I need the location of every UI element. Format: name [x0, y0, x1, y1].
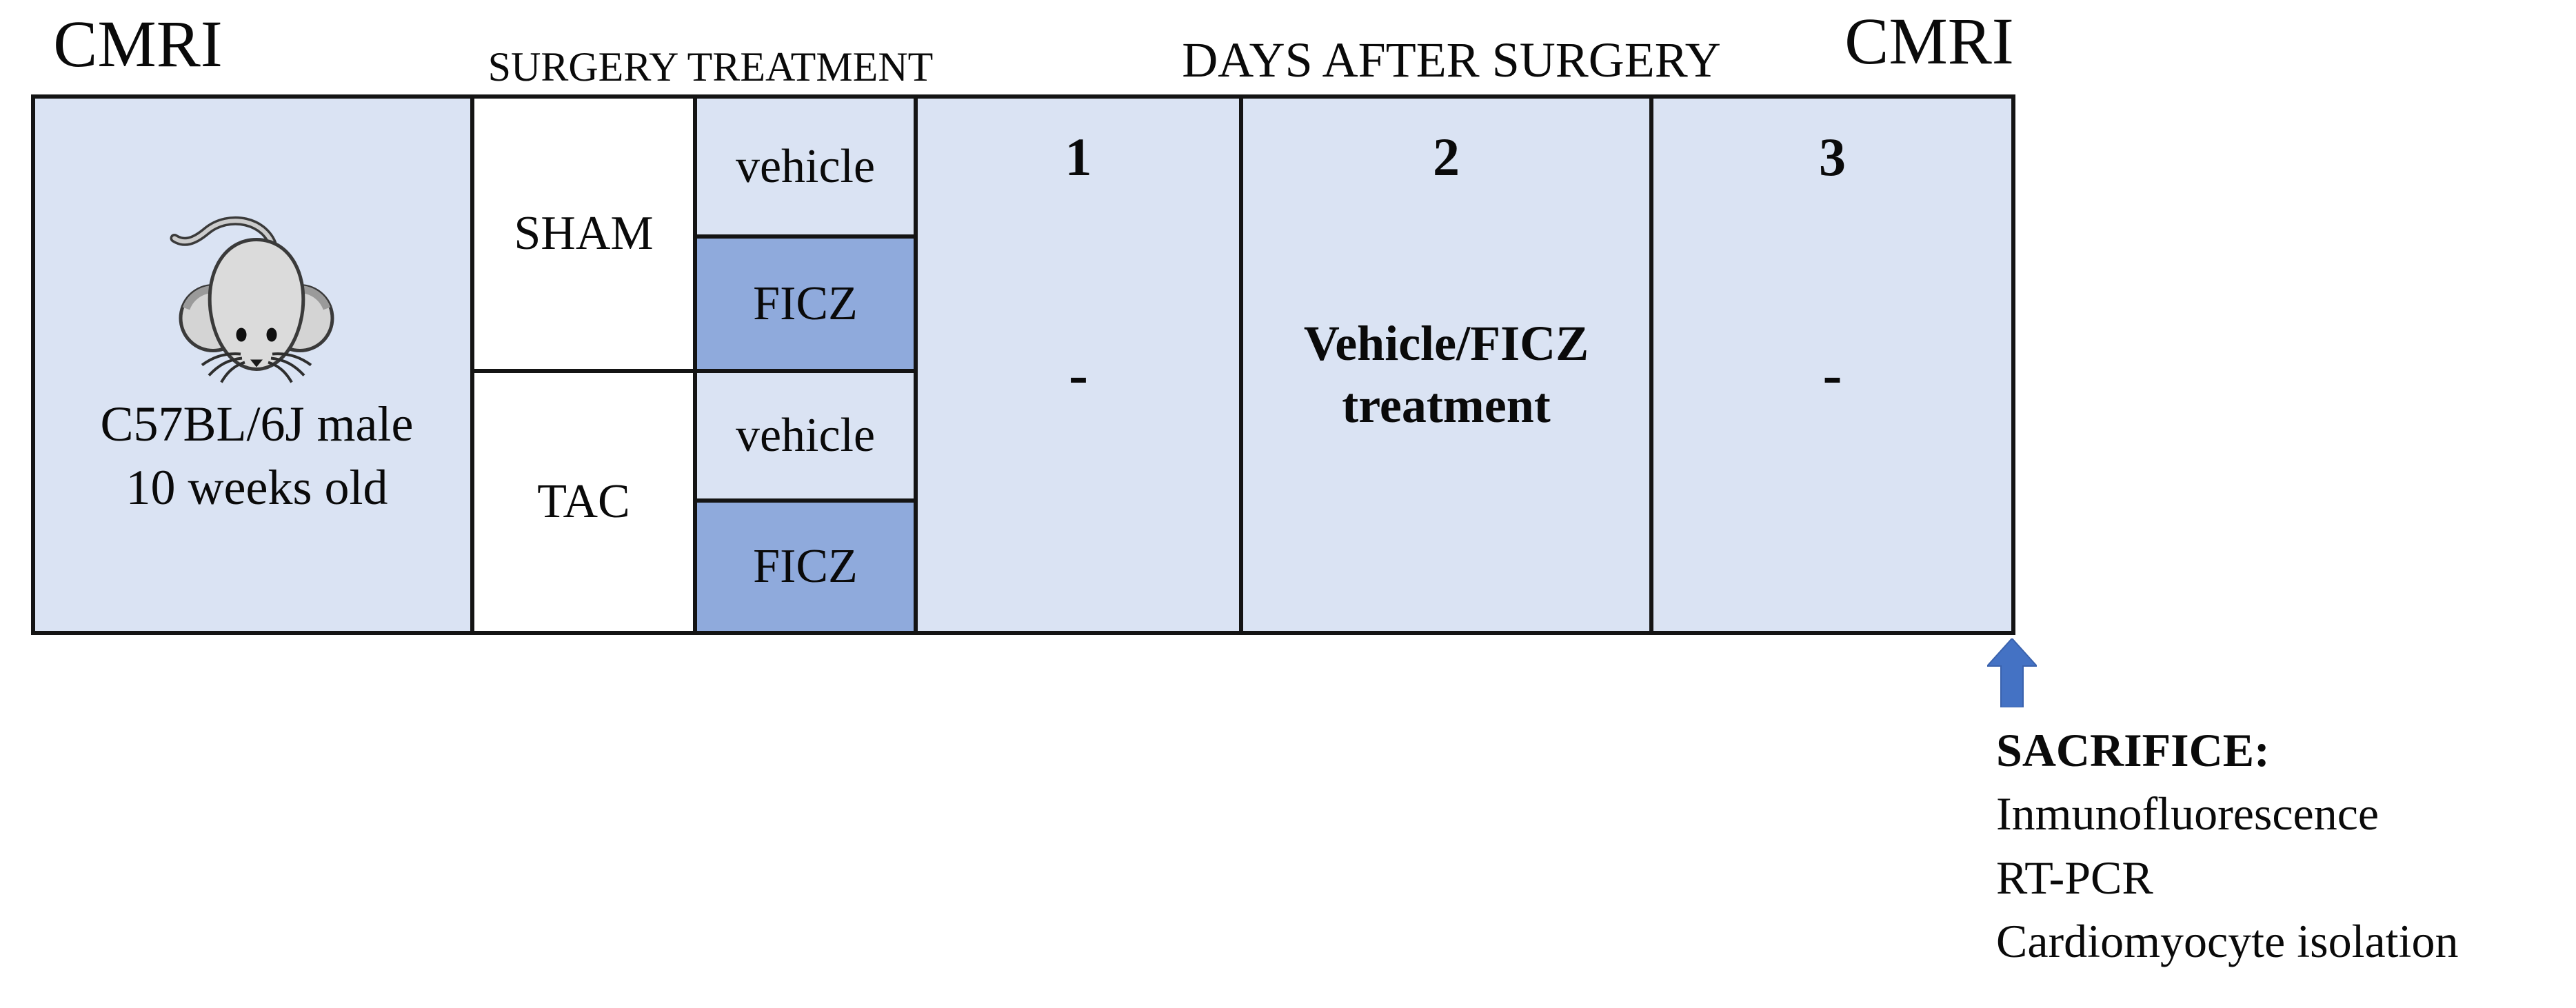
surgery-tac-label: TAC: [537, 475, 630, 528]
treatment-ficz-label: FICZ: [753, 276, 858, 330]
treatment-column-label: TREATMENT: [687, 44, 934, 90]
treatment-cell-ficz-sham: FICZ: [697, 239, 914, 369]
subject-age: 10 weeks old: [125, 460, 388, 516]
sacrifice-item: Cardiomyocyte isolation: [1996, 915, 2459, 968]
cmri-label-left: CMRI: [53, 7, 223, 81]
day1-content: -: [1069, 342, 1088, 407]
treatment-cell-ficz-tac: FICZ: [697, 503, 914, 631]
day3-cell: 3 -: [1653, 99, 2011, 631]
treatment-cell-vehicle-tac: vehicle: [697, 373, 914, 498]
day1-cell: 1 -: [918, 99, 1239, 631]
day2-cell: 2 Vehicle/FICZ treatment: [1243, 99, 1649, 631]
surgery-cell-tac: TAC: [474, 373, 693, 631]
day2-content-line2: treatment: [1342, 378, 1551, 433]
day2-number: 2: [1433, 127, 1460, 187]
subject-cell-content: C57BL/6J male 10 weeks old: [39, 103, 474, 635]
up-arrow-icon: [1987, 638, 2037, 707]
subject-strain: C57BL/6J male: [100, 396, 414, 452]
treatment-vehicle-label: vehicle: [735, 409, 876, 462]
subject-description: C57BL/6J male 10 weeks old: [39, 392, 474, 519]
day2-content-line1: Vehicle/FICZ: [1303, 316, 1589, 371]
surgery-sham-label: SHAM: [514, 207, 654, 260]
cmri-label-right: CMRI: [1844, 4, 2014, 78]
sacrifice-item: RT-PCR: [1996, 851, 2153, 904]
treatment-vehicle-label: vehicle: [735, 139, 876, 193]
treatment-ficz-label: FICZ: [753, 540, 858, 593]
surgery-column-label: SURGERY: [487, 44, 679, 90]
timeline-table: C57BL/6J male 10 weeks old SHAM TAC vehi…: [31, 94, 2015, 635]
mouse-top-view-icon: [170, 216, 334, 383]
subject-cell: C57BL/6J male 10 weeks old: [35, 99, 470, 631]
sacrifice-notes: SACRIFICE: Inmunofluorescence RT-PCR Car…: [1996, 718, 2575, 974]
treatment-cell-vehicle-sham: vehicle: [697, 99, 914, 234]
day3-content: -: [1822, 342, 1842, 407]
sacrifice-item: Inmunofluorescence: [1996, 787, 2379, 840]
day2-content: Vehicle/FICZ treatment: [1243, 305, 1649, 443]
days-after-surgery-label: DAYS AFTER SURGERY: [1182, 32, 1721, 88]
day3-number: 3: [1819, 127, 1846, 187]
sacrifice-title: SACRIFICE:: [1996, 724, 2270, 776]
surgery-cell-sham: SHAM: [474, 99, 693, 369]
day1-number: 1: [1065, 127, 1092, 187]
